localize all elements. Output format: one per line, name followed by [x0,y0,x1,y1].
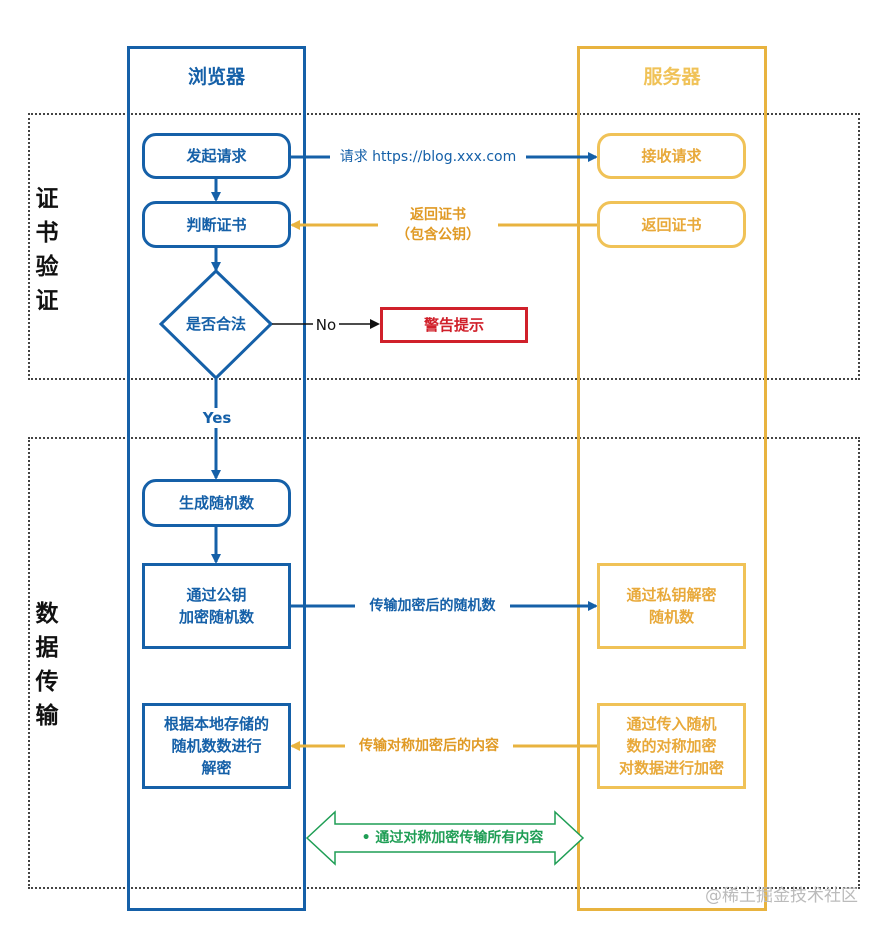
node-decrypt-local: 根据本地存储的 随机数数进行 解密 [142,703,291,789]
edge-symmetric-double-arrow [305,810,585,866]
node-server-encrypt-line: 数的对称加密 [626,737,717,755]
node-decrypt-local-line: 随机数数进行 [171,737,262,755]
section-label-char: 据 [35,635,59,661]
node-private-decrypt: 通过私钥解密 随机数 [597,563,746,649]
edge-label-return-cert-line: （包含公钥） [396,227,480,243]
edge-label-return-cert-line: 返回证书 [410,207,466,223]
cert-verify-section [28,113,860,380]
node-gen-random: 生成随机数 [142,479,291,527]
section-label-char: 数 [35,601,59,627]
decision-diamond [158,268,274,381]
browser-lane-title: 浏览器 [187,66,245,88]
section-label-char: 书 [35,220,59,246]
node-receive-request: 接收请求 [597,133,746,179]
node-return-cert: 返回证书 [597,201,746,248]
node-private-decrypt-line: 通过私钥解密 [626,586,717,604]
node-server-encrypt-line: 对数据进行加密 [618,759,724,777]
browser-lane [127,46,306,911]
section-label-data-transfer-text: 数据传输 [30,597,64,733]
node-server-encrypt-line: 通过传入随机 [626,715,717,733]
node-warning: 警告提示 [380,307,528,343]
edge-label-all-content-text: 通过对称加密传输所有内容 [375,830,544,846]
section-label-char: 证 [35,186,59,212]
section-label-cert-verify-text: 证书验证 [30,182,64,318]
section-label-char: 证 [35,288,59,314]
node-server-encrypt: 通过传入随机 数的对称加密 对数据进行加密 [597,703,746,789]
server-lane-title: 服务器 [643,66,701,88]
watermark: @稀土掘金技术社区 [705,886,858,906]
section-label-cert-verify-chars: 证书验证 [30,182,64,318]
edge-label-all-content: • 通过对称加密传输所有内容 [345,828,560,848]
edge-label-send-encrypted: 传输加密后的随机数 [355,596,510,616]
node-is-valid: 是否合法 [185,315,246,333]
node-send-request: 发起请求 [142,133,291,179]
bullet-dot: • [361,830,376,846]
edge-label-yes: Yes [195,408,239,428]
node-judge-cert: 判断证书 [142,201,291,248]
section-label-char: 输 [35,703,59,729]
section-label-char: 验 [35,254,59,280]
node-decrypt-local-line: 解密 [201,759,232,777]
node-encrypt-random-line: 加密随机数 [178,608,254,626]
edge-label-return-cert: 返回证书 （包含公钥） [378,205,498,245]
node-private-decrypt-line: 随机数 [648,608,694,626]
edge-label-no: No [313,315,339,335]
section-label-data-transfer-chars: 数据传输 [30,597,64,733]
data-transfer-section [28,437,860,889]
edge-label-send-content: 传输对称加密后的内容 [345,736,513,756]
section-label-char: 传 [35,669,59,695]
node-encrypt-random: 通过公钥 加密随机数 [142,563,291,649]
node-decrypt-local-line: 根据本地存储的 [163,715,269,733]
server-lane [577,46,767,911]
edge-label-request: 请求 https://blog.xxx.com [330,147,526,167]
node-encrypt-random-line: 通过公钥 [186,586,247,604]
